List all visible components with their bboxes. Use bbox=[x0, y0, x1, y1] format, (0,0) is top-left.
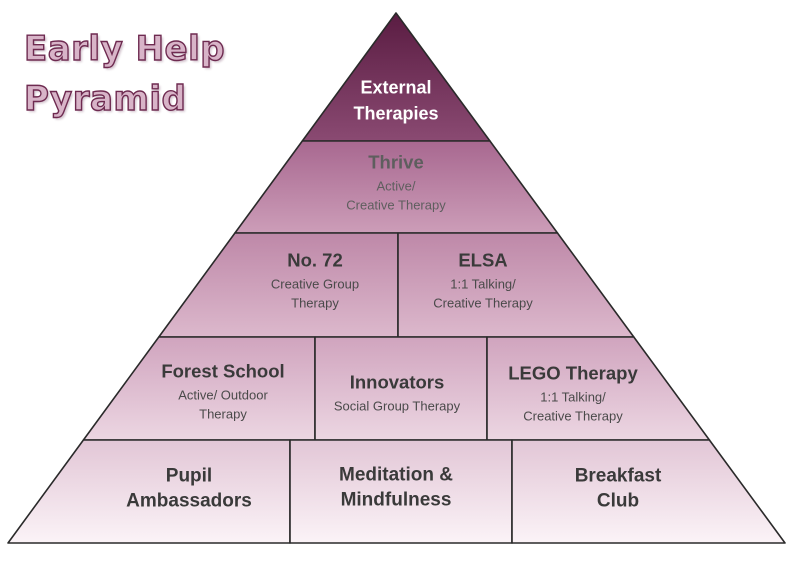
block-subtitle-line: Active/ Outdoor bbox=[178, 387, 268, 402]
title-line-1: Early Help bbox=[23, 29, 226, 69]
block-subtitle-line: Creative Therapy bbox=[433, 295, 533, 310]
block-subtitle-line: Creative Therapy bbox=[523, 408, 623, 423]
block-title-line: LEGO Therapy bbox=[508, 362, 638, 383]
block-title-line: Thrive bbox=[368, 151, 424, 172]
block-subtitle-line: Therapy bbox=[199, 406, 247, 421]
block-title-line: Pupil bbox=[166, 466, 212, 487]
block-title-line: Meditation & bbox=[339, 465, 453, 486]
block-subtitle-line: Creative Group bbox=[271, 276, 359, 291]
block-subtitle-line: Social Group Therapy bbox=[334, 398, 461, 413]
block-title-line: Club bbox=[597, 491, 639, 512]
pyramid-block-tier3-2 bbox=[397, 232, 635, 338]
pyramid-block-tier5-3 bbox=[511, 439, 786, 544]
title-line-2: Pyramid bbox=[23, 79, 187, 119]
block-title-line: Forest School bbox=[161, 360, 284, 381]
block-title-line: Innovators bbox=[350, 371, 445, 392]
pyramid-blocks bbox=[7, 12, 786, 544]
block-title-line: External bbox=[360, 77, 431, 97]
block-subtitle-line: Therapy bbox=[291, 295, 339, 310]
block-title-line: Mindfulness bbox=[341, 490, 452, 511]
block-title-line: No. 72 bbox=[287, 249, 343, 270]
block-title-line: Therapies bbox=[353, 103, 438, 123]
block-title-line: ELSA bbox=[458, 249, 507, 270]
block-title-line: Breakfast bbox=[575, 466, 662, 487]
block-subtitle-line: Creative Therapy bbox=[346, 197, 446, 212]
block-title-line: Ambassadors bbox=[126, 491, 252, 512]
block-subtitle-line: 1:1 Talking/ bbox=[450, 276, 516, 291]
block-subtitle-line: 1:1 Talking/ bbox=[540, 389, 606, 404]
block-subtitle-line: Active/ bbox=[376, 178, 415, 193]
